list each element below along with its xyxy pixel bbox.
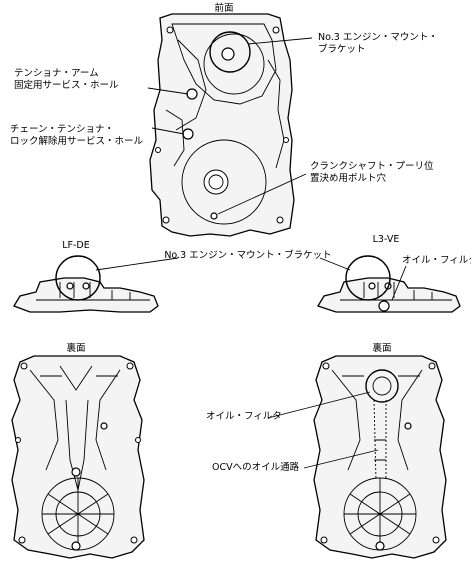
lfde-cover-side-drawing xyxy=(13,255,159,313)
front-cover-drawing xyxy=(147,13,313,237)
l3ve-bracket-circle xyxy=(345,255,391,301)
l3ve-title: L3-VE xyxy=(372,234,400,245)
chain-tensioner-label-line2: ロック解除用サービス・ホール xyxy=(10,136,144,147)
ocv-passage-label: OCVへのオイル通路 xyxy=(212,462,300,473)
lfde-bracket-circle xyxy=(55,255,101,301)
no3-bracket-label-line1: No.3 エンジン・マウント・ xyxy=(318,32,438,43)
bracket-highlight-circle xyxy=(209,31,251,73)
oil-filter-circle xyxy=(365,369,399,403)
rear-right-title: 裏面 xyxy=(372,343,392,354)
rear-right-drawing xyxy=(267,355,447,559)
no3-bracket-mid-label: No.3 エンジン・マウント・ブラケット xyxy=(164,250,332,261)
tensioner-arm-label-line2: 固定用サービス・ホール xyxy=(14,80,119,91)
oil-filter-mid-label: オイル・フィルタ xyxy=(402,255,471,266)
rear-left-title: 裏面 xyxy=(66,343,86,354)
chain-tensioner-label-line1: チェーン・テンショナ・ xyxy=(10,124,115,135)
tensioner-arm-label-line1: テンショナ・アーム xyxy=(14,68,99,79)
crank-pulley-label-line1: クランクシャフト・プーリ位 xyxy=(310,161,434,172)
front-view-title: 前面 xyxy=(214,3,234,14)
rear-left-drawing xyxy=(11,355,145,559)
oil-filter-bottom-label: オイル・フィルタ xyxy=(206,411,282,422)
l3ve-cover-side-drawing xyxy=(317,255,461,313)
crank-pulley-label-line2: 置決め用ボルト穴 xyxy=(310,173,387,184)
lfde-title: LF-DE xyxy=(62,240,90,251)
no3-bracket-label-line2: ブラケット xyxy=(318,44,366,55)
